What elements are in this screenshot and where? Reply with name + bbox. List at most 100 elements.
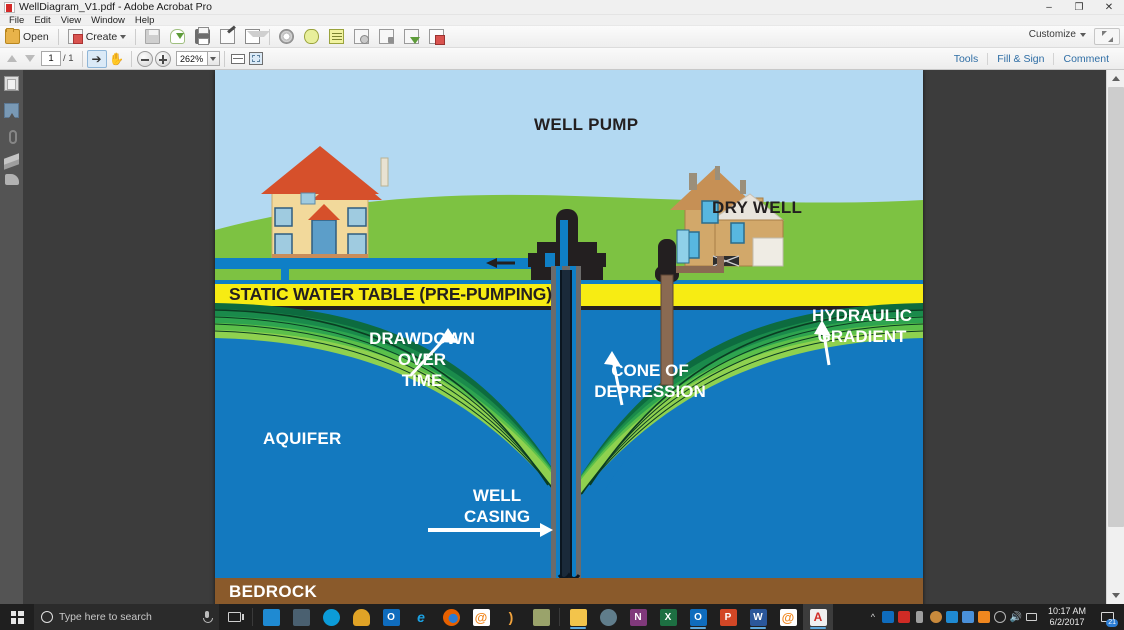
print-button[interactable] [190,27,215,47]
stamp-button[interactable] [349,27,374,47]
taskbar-onenote[interactable]: N [623,604,653,630]
menu-file[interactable]: File [9,14,25,26]
zoom-level-input[interactable]: 262% [175,51,208,66]
tray-outlook[interactable] [880,604,896,630]
taskbar-word[interactable]: W [743,604,773,630]
sign-button[interactable] [215,27,240,47]
create-button[interactable]: Create [63,27,132,47]
tools-button[interactable] [274,27,299,47]
outlook-icon: O [382,608,400,626]
page-viewport[interactable]: WELL PUMP DRY WELL STATIC WATER TABLE (P… [23,70,1106,604]
page-thumbnails-icon[interactable] [4,76,19,91]
taskbar-screen-share[interactable] [286,604,316,630]
action-center-button[interactable]: 21 [1094,604,1120,630]
tab-tools[interactable]: Tools [953,53,979,65]
scroll-up-button[interactable] [1107,70,1124,87]
label-well-casing: WELL CASING [437,485,557,527]
menu-edit[interactable]: Edit [34,14,51,26]
tab-comment[interactable]: Comment [1053,53,1118,65]
taskbar-spiral-running[interactable]: @ [773,604,803,630]
chevron-down-icon [120,34,127,39]
tray-acrobat[interactable] [896,604,912,630]
select-tool-button[interactable]: ➔ [86,49,107,68]
taskbar-sound-wave[interactable]: ) [496,604,526,630]
taskbar-padlock[interactable] [346,604,376,630]
customize-menu[interactable]: Customize [1029,29,1086,40]
maximize-button[interactable]: ❐ [1074,2,1084,13]
protect-button[interactable] [374,27,399,47]
taskbar-clock[interactable]: 10:17 AM 6/2/2017 [1040,606,1094,628]
tray-network[interactable] [960,604,976,630]
stamp-icon [354,29,370,44]
save-button[interactable] [140,27,165,47]
house-right [670,166,785,267]
label-cone-line2: DEPRESSION [594,382,706,401]
taskbar-outlook-running[interactable]: O [683,604,713,630]
bookmarks-icon[interactable] [4,103,19,118]
tray-disc[interactable] [928,604,944,630]
next-page-button[interactable] [21,50,39,68]
taskbar-internet-explorer[interactable]: e [406,604,436,630]
taskbar-teamviewer[interactable] [316,604,346,630]
menu-window[interactable]: Window [91,14,125,26]
taskbar-spiral-app[interactable]: @ [466,604,496,630]
chevron-up-icon [7,55,17,62]
form-button[interactable] [424,27,449,47]
notification-count-badge: 21 [1106,619,1118,627]
scrollbar-thumb[interactable] [1108,87,1124,527]
tab-fill-and-sign[interactable]: Fill & Sign [987,53,1053,65]
tray-update[interactable] [976,604,992,630]
taskbar-firefox[interactable] [436,604,466,630]
fit-width-button[interactable] [229,50,247,67]
menu-view[interactable]: View [60,14,82,26]
taskbar-powerpoint[interactable]: P [713,604,743,630]
tray-circle[interactable] [992,604,1008,630]
expand-panel-button[interactable] [1094,28,1120,45]
start-button[interactable] [0,604,34,630]
taskbar-file-explorer[interactable] [563,604,593,630]
tray-volume[interactable]: 🔊 [1008,604,1024,630]
scroll-down-button[interactable] [1107,587,1124,604]
page-number-input[interactable]: 1 [41,51,61,66]
zoom-in-button[interactable] [154,50,172,68]
taskbar-remote-desktop[interactable] [256,604,286,630]
close-button[interactable]: ✕ [1104,2,1114,13]
tray-display[interactable] [944,604,960,630]
zoom-out-button[interactable] [136,50,154,68]
vertical-scrollbar[interactable] [1106,70,1124,604]
zoom-dropdown-button[interactable] [207,51,220,66]
highlight-comment-button[interactable] [324,27,349,47]
sticky-note-button[interactable] [299,27,324,47]
arrowhead-casing [540,523,553,537]
microphone-icon[interactable] [202,611,213,623]
export-button[interactable] [399,27,424,47]
signatures-icon[interactable] [4,174,19,185]
pdf-page[interactable]: WELL PUMP DRY WELL STATIC WATER TABLE (P… [215,70,923,604]
attachments-icon[interactable] [9,130,17,144]
windows-taskbar: Type here to search O e @ ) N X O P W @ [0,604,1124,630]
open-button[interactable]: Open [0,27,54,47]
menu-help[interactable]: Help [134,14,155,26]
show-hidden-icons-button[interactable]: ^ [870,612,875,622]
fit-page-button[interactable] [247,50,265,67]
well-diagram-svg [215,70,923,604]
layers-icon[interactable] [4,153,19,165]
send-to-cloud-button[interactable] [165,27,190,47]
create-label: Create [85,30,118,43]
taskbar-excel[interactable]: X [653,604,683,630]
label-drawdown-line1: DRAWDOWN [369,329,475,348]
email-button[interactable] [240,27,271,47]
taskbar-outlook[interactable]: O [376,604,406,630]
taskbar-search[interactable]: Type here to search [34,604,219,630]
form-icon [429,29,446,45]
tray-usb[interactable] [912,604,928,630]
previous-page-button[interactable] [3,50,21,68]
label-drawdown-line2: OVER [397,350,447,369]
taskbar-acrobat-running[interactable]: A [803,604,833,630]
tray-network2[interactable] [1024,604,1040,630]
taskbar-calculator[interactable] [526,604,556,630]
minimize-button[interactable]: – [1046,2,1052,13]
taskbar-globe-app[interactable] [593,604,623,630]
task-view-button[interactable] [219,604,249,630]
hand-tool-button[interactable]: ✋ [107,50,127,68]
